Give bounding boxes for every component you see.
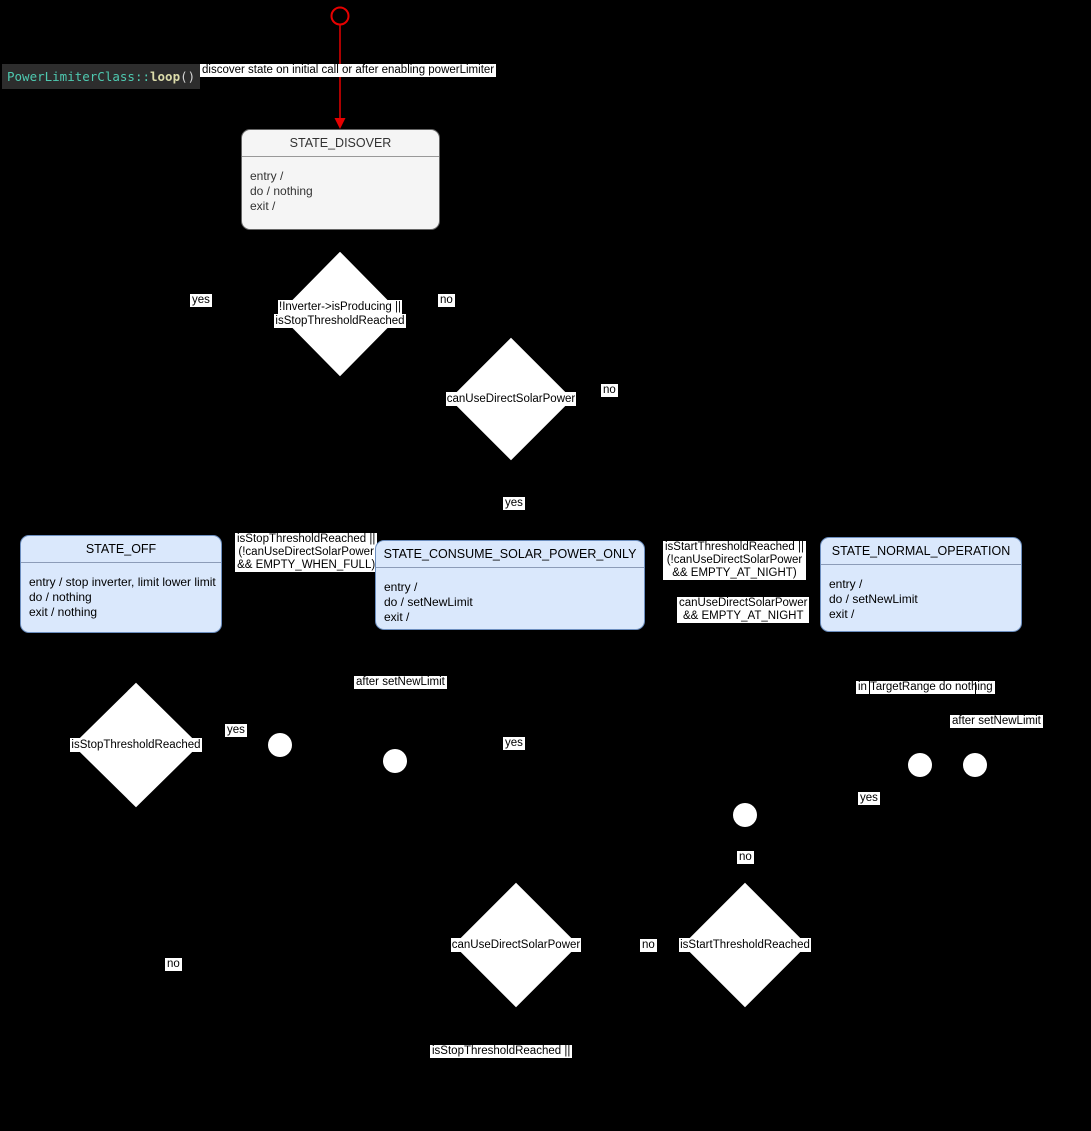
guard-line: (!canUseDirectSolarPower (238, 546, 374, 558)
scope-separator-token: :: (134, 69, 150, 84)
junction-node (268, 733, 292, 757)
decision-stop-threshold-left: isStopThresholdReached (70, 682, 202, 808)
state-title: STATE_OFF (21, 536, 221, 563)
branch-label-yes: yes (190, 294, 212, 307)
state-body-line: entry / (250, 169, 284, 183)
state-body: entry / do / setNewLimit exit / (821, 565, 1021, 622)
branch-label-no: no (438, 294, 455, 307)
state-box-normal-operation: STATE_NORMAL_OPERATION entry / do / setN… (820, 537, 1022, 632)
decision-start-threshold-bottom: isStartThresholdReached (679, 882, 811, 1008)
branch-label-yes: yes (503, 737, 525, 750)
method-name-token: loop (150, 69, 181, 84)
state-body-line: exit / (829, 607, 855, 621)
guard-line: && EMPTY_AT_NIGHT (682, 610, 804, 622)
state-box-off: STATE_OFF entry / stop inverter, limit l… (20, 535, 222, 633)
state-body-line: exit / (250, 199, 276, 213)
start-arrowhead-icon (334, 118, 346, 129)
decision-text-line: isStartThresholdReached (679, 938, 811, 952)
guard-label-consume: canUseDirectSolarPower && EMPTY_AT_NIGHT (677, 597, 810, 623)
branch-label-no: no (165, 958, 182, 971)
branch-label-no: no (640, 939, 657, 952)
branch-label-yes: yes (503, 497, 525, 510)
branch-label-yes: yes (858, 792, 880, 805)
function-name-label: PowerLimiterClass::loop() (2, 64, 201, 89)
junction-node (908, 753, 932, 777)
edge-line-fragment (975, 682, 976, 694)
state-box-consume-solar-power-only: STATE_CONSUME_SOLAR_POWER_ONLY entry / d… (375, 540, 645, 630)
decision-can-use-direct-solar-power-top: canUseDirectSolarPower (445, 337, 577, 461)
state-title: STATE_CONSUME_SOLAR_POWER_ONLY (376, 541, 644, 568)
decision-text-line: !Inverter->isProducing || (278, 300, 402, 314)
edge-line-fragment (869, 681, 870, 694)
guard-line: canUseDirectSolarPower (679, 597, 808, 609)
state-body-line: do / nothing (250, 184, 313, 198)
state-body-line: entry / (829, 577, 863, 591)
guard-label-off: isStopThresholdReached || (!canUseDirect… (235, 533, 378, 572)
state-body-line: entry / stop inverter, limit lower limit (29, 575, 216, 589)
decision-text-line: isStopThresholdReached (70, 738, 202, 752)
guard-line: isStartThresholdReached || (665, 541, 804, 553)
transition-note-after-set-new-limit: after setNewLimit (354, 676, 447, 689)
guard-line: (!canUseDirectSolarPower (666, 554, 803, 566)
junction-node (963, 753, 987, 777)
junction-node (733, 803, 757, 827)
decision-can-use-direct-solar-power-bottom: canUseDirectSolarPower (450, 882, 582, 1008)
state-body-line: entry / (384, 580, 418, 594)
branch-label-no: no (737, 851, 754, 864)
guard-label-stop-threshold-bottom: isStopThresholdReached || (430, 1045, 573, 1058)
state-box-discover: STATE_DISOVER entry / do / nothing exit … (241, 129, 440, 230)
decision-text-line: canUseDirectSolarPower (445, 392, 577, 406)
state-body-line: do / nothing (29, 590, 92, 604)
start-circle-icon (330, 6, 350, 26)
decision-text-line: isStopThresholdReached (274, 314, 406, 328)
branch-label-yes: yes (225, 724, 247, 737)
guard-line: && EMPTY_AT_NIGHT) (672, 567, 797, 579)
state-title: STATE_DISOVER (242, 130, 439, 157)
transition-note-in-target-range: in TargetRange do nothing (856, 681, 995, 694)
decision-text-line: canUseDirectSolarPower (450, 938, 582, 952)
state-body-line: exit / (384, 610, 410, 624)
guard-label-normal: isStartThresholdReached || (!canUseDirec… (663, 541, 806, 580)
state-body: entry / do / setNewLimit exit / (376, 568, 644, 625)
state-body-line: exit / nothing (29, 605, 98, 619)
parens-token: () (180, 69, 196, 84)
state-body-line: do / setNewLimit (384, 595, 473, 609)
transition-note-after-set-new-limit: after setNewLimit (950, 715, 1043, 728)
branch-label-no: no (601, 384, 618, 397)
state-body: entry / do / nothing exit / (242, 157, 439, 214)
guard-line: isStopThresholdReached || (237, 533, 376, 545)
state-body-line: do / setNewLimit (829, 592, 918, 606)
decision-inverter-producing: !Inverter->isProducing || isStopThreshol… (274, 251, 406, 377)
guard-line: && EMPTY_WHEN_FULL) (237, 559, 376, 571)
transition-note-discover: discover state on initial call or after … (200, 64, 497, 77)
class-name-token: PowerLimiterClass (7, 69, 135, 84)
junction-node (383, 749, 407, 773)
state-body: entry / stop inverter, limit lower limit… (21, 563, 221, 620)
state-title: STATE_NORMAL_OPERATION (821, 538, 1021, 565)
